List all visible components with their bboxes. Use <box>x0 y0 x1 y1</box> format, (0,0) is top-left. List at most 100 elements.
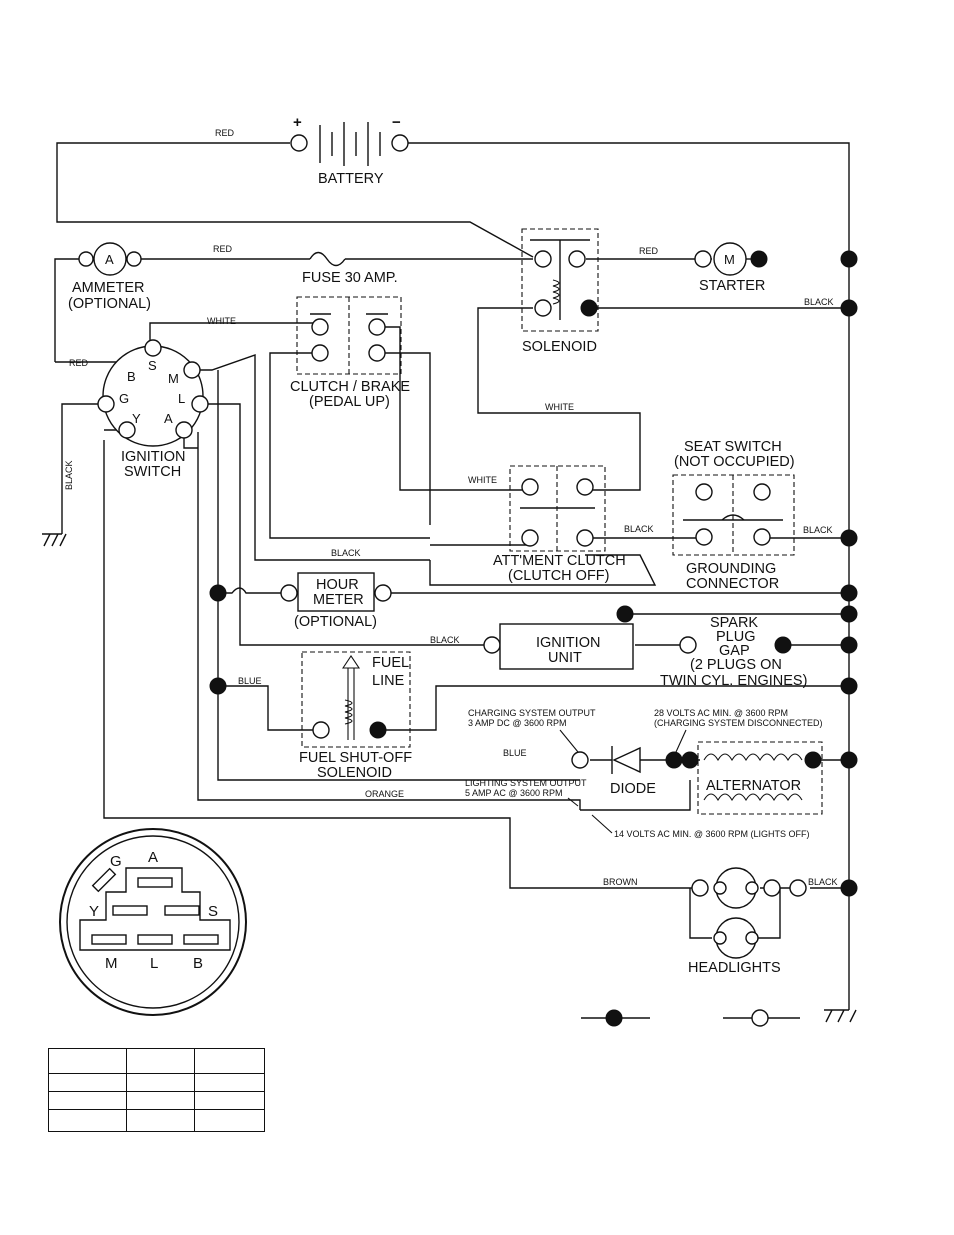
test-notes: CHARGING SYSTEM OUTPUT 3 AMP DC @ 3600 R… <box>465 708 823 839</box>
svg-text:BLUE: BLUE <box>238 676 262 686</box>
ign-pin-l: L <box>178 391 185 406</box>
table-cell <box>194 1109 265 1132</box>
ignition-plug-face: G A Y S M L B <box>59 828 247 1016</box>
svg-text:RED: RED <box>639 246 659 256</box>
svg-text:14 VOLTS AC MIN. @ 3600 RPM (L: 14 VOLTS AC MIN. @ 3600 RPM (LIGHTS OFF) <box>614 829 810 839</box>
plug-b: B <box>193 955 203 972</box>
svg-text:LIGHTING SYSTEM OUTPUT: LIGHTING SYSTEM OUTPUT <box>465 778 587 788</box>
plug-y: Y <box>89 903 99 920</box>
starter: M STARTER <box>694 242 768 294</box>
ignition-switch-label2: SWITCH <box>124 464 181 480</box>
svg-text:RED: RED <box>215 128 235 138</box>
table-cell <box>48 1048 127 1074</box>
plug-g: G <box>110 853 122 870</box>
svg-text:5 AMP AC @ 3600 RPM: 5 AMP AC @ 3600 RPM <box>465 788 563 798</box>
hour-meter-label2: METER <box>313 592 364 608</box>
battery-label: BATTERY <box>318 171 384 187</box>
ignition-switch: B S M G L Y A IGNITION SWITCH <box>97 339 209 480</box>
ground-symbols <box>42 533 857 1023</box>
table-cell <box>194 1073 265 1092</box>
svg-text:WHITE: WHITE <box>545 402 574 412</box>
spark-l1: SPARK <box>710 615 758 631</box>
attachment-clutch-sub: (CLUTCH OFF) <box>508 568 610 584</box>
svg-text:BROWN: BROWN <box>603 877 638 887</box>
table-cell <box>126 1109 195 1132</box>
hour-meter-label: HOUR <box>316 577 359 593</box>
table-cell <box>126 1091 195 1110</box>
grounding-label: GROUNDING <box>686 561 776 577</box>
ignition-unit-label: IGNITION <box>536 635 600 651</box>
ign-pin-m: M <box>168 371 179 386</box>
grounding-label2: CONNECTOR <box>686 576 779 592</box>
clutch-brake-label: CLUTCH / BRAKE <box>290 379 410 395</box>
ammeter-label: AMMETER <box>72 280 145 296</box>
ign-pin-s: S <box>148 358 157 373</box>
svg-text:CHARGING SYSTEM OUTPUT: CHARGING SYSTEM OUTPUT <box>468 708 596 718</box>
spark-l5: TWIN CYL. ENGINES) <box>660 673 807 689</box>
ignition-unit-label2: UNIT <box>548 650 582 666</box>
spark-l4: (2 PLUGS ON <box>690 657 782 673</box>
svg-text:BLACK: BLACK <box>804 297 834 307</box>
fuel-sol-1: FUEL SHUT-OFF <box>299 750 412 766</box>
battery: + − BATTERY <box>290 114 409 187</box>
svg-text:(CHARGING SYSTEM DISCONNECTED): (CHARGING SYSTEM DISCONNECTED) <box>654 718 823 728</box>
plug-m: M <box>105 955 118 972</box>
svg-text:BLACK: BLACK <box>624 524 654 534</box>
clutch-brake-switch: CLUTCH / BRAKE (PEDAL UP) <box>290 296 410 410</box>
alternator-label: ALTERNATOR <box>706 778 801 794</box>
table-cell <box>194 1048 265 1074</box>
spark-l2: PLUG <box>716 629 756 645</box>
table-row <box>48 1073 265 1092</box>
svg-text:RED: RED <box>213 244 233 254</box>
table-row <box>48 1048 265 1074</box>
ign-pin-y: Y <box>132 411 141 426</box>
ignition-unit: IGNITION UNIT <box>483 623 634 670</box>
table-cell <box>48 1109 127 1132</box>
hour-meter-sub: (OPTIONAL) <box>294 614 377 630</box>
svg-text:28 VOLTS AC MIN. @ 3600 RPM: 28 VOLTS AC MIN. @ 3600 RPM <box>654 708 788 718</box>
svg-text:BLACK: BLACK <box>803 525 833 535</box>
fuel-line-1: FUEL <box>372 655 409 671</box>
svg-text:BLUE: BLUE <box>503 748 527 758</box>
ammeter-symbol: A <box>105 252 114 267</box>
alternator: ALTERNATOR <box>665 741 823 815</box>
solenoid-label: SOLENOID <box>522 339 597 355</box>
attachment-clutch-switch: ATT'MENT CLUTCH (CLUTCH OFF) <box>493 465 626 584</box>
headlights-label: HEADLIGHTS <box>688 960 781 976</box>
legend-symbols <box>581 1009 800 1027</box>
fuel-line-2: LINE <box>372 673 405 689</box>
table-cell <box>126 1073 195 1092</box>
wires <box>54 142 850 1010</box>
spark-l3: GAP <box>719 643 750 659</box>
clutch-brake-sub: (PEDAL UP) <box>309 394 390 410</box>
plug-a: A <box>148 849 158 866</box>
diode-label: DIODE <box>610 781 656 797</box>
ign-pin-a: A <box>164 411 173 426</box>
table-cell <box>194 1091 265 1110</box>
starter-label: STARTER <box>699 278 765 294</box>
svg-text:BLACK: BLACK <box>808 877 838 887</box>
battery-plus: + <box>293 114 302 131</box>
svg-text:WHITE: WHITE <box>207 316 236 326</box>
svg-text:BLACK: BLACK <box>430 635 460 645</box>
headlights: HEADLIGHTS <box>688 867 807 976</box>
fuse-label: FUSE 30 AMP. <box>302 270 398 286</box>
plug-l: L <box>150 955 158 972</box>
blank-table <box>48 1048 265 1132</box>
fuel-sol-2: SOLENOID <box>317 765 392 781</box>
hour-meter: HOUR METER (OPTIONAL) <box>280 572 392 630</box>
junction-nodes <box>209 250 858 897</box>
battery-minus: − <box>392 114 401 131</box>
svg-text:WHITE: WHITE <box>468 475 497 485</box>
grounding-connector: GROUNDING CONNECTOR <box>686 561 779 592</box>
plug-s: S <box>208 903 218 920</box>
fuel-solenoid: FUEL LINE FUEL SHUT-OFF SOLENOID <box>299 651 412 781</box>
solenoid: SOLENOID <box>521 228 599 355</box>
fuse: FUSE 30 AMP. <box>302 251 398 286</box>
seat-switch-label: SEAT SWITCH <box>684 439 782 455</box>
ign-pin-g: G <box>119 391 129 406</box>
svg-text:ORANGE: ORANGE <box>365 789 404 799</box>
svg-text:BLACK: BLACK <box>64 460 74 490</box>
table-cell <box>48 1073 127 1092</box>
seat-switch: SEAT SWITCH (NOT OCCUPIED) <box>672 439 795 556</box>
